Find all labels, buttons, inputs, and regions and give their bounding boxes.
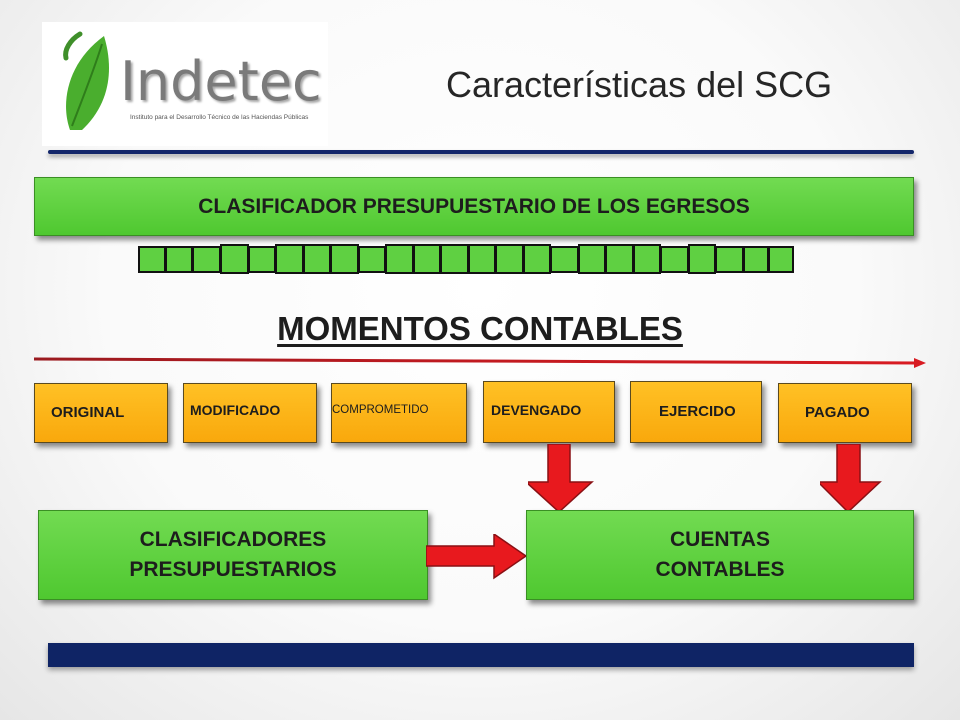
momento-label: EJERCIDO bbox=[659, 403, 736, 420]
clasificador-cell bbox=[688, 244, 716, 274]
clasificador-cell bbox=[768, 246, 794, 273]
clasificador-cell bbox=[523, 244, 551, 274]
momento-original: ORIGINAL bbox=[34, 383, 168, 443]
clasificador-cell bbox=[330, 244, 359, 274]
cuentas-contables-box: CUENTAS CONTABLES bbox=[526, 510, 914, 600]
clasificador-cell bbox=[578, 244, 606, 274]
logo-wordmark: Indetec bbox=[120, 50, 322, 113]
clasificador-cell bbox=[385, 244, 414, 274]
momentos-contables-heading: MOMENTOS CONTABLES bbox=[277, 310, 683, 347]
momento-label: ORIGINAL bbox=[51, 404, 125, 421]
clasificador-cell bbox=[358, 246, 386, 273]
bottom-band bbox=[48, 643, 914, 667]
clasificadores-line1: CLASIFICADORES bbox=[139, 528, 327, 551]
clasificador-cell bbox=[715, 246, 744, 273]
momento-pagado: PAGADO bbox=[778, 383, 912, 443]
clasificador-cell bbox=[743, 246, 769, 273]
clasificador-cell bbox=[660, 246, 689, 273]
clasificador-cell bbox=[440, 244, 469, 274]
clasificador-cell bbox=[303, 244, 331, 274]
momento-label: COMPROMETIDO bbox=[332, 404, 429, 416]
clasificador-cell bbox=[138, 246, 166, 273]
clasificador-cell bbox=[468, 244, 496, 274]
clasificador-egresos-bar: CLASIFICADOR PRESUPUESTARIO DE LOS EGRES… bbox=[34, 177, 914, 236]
momento-devengado: DEVENGADO bbox=[483, 381, 615, 443]
momento-label: MODIFICADO bbox=[190, 402, 281, 418]
clasificador-cell bbox=[605, 244, 634, 274]
momento-label: DEVENGADO bbox=[491, 402, 582, 418]
clasificador-cell bbox=[220, 244, 249, 274]
clasificador-cell bbox=[495, 244, 524, 274]
indetec-logo: Indetec Instituto para el Desarrollo Téc… bbox=[42, 22, 328, 146]
cuentas-line1: CUENTAS bbox=[670, 528, 770, 551]
momento-modificado: MODIFICADO bbox=[183, 383, 317, 443]
momento-ejercido: EJERCIDO bbox=[630, 381, 762, 443]
clasificador-cell bbox=[275, 244, 304, 274]
top-divider bbox=[48, 150, 914, 154]
clasificador-cells bbox=[138, 244, 794, 274]
clasificador-cell bbox=[248, 246, 276, 273]
clasificador-cell bbox=[550, 246, 579, 273]
clasificador-cell bbox=[633, 244, 661, 274]
leaf-icon bbox=[63, 31, 110, 130]
logo-subtitle: Instituto para el Desarrollo Técnico de … bbox=[130, 114, 309, 121]
right-arrow bbox=[426, 534, 528, 580]
clasificadores-line2: PRESUPUESTARIOS bbox=[129, 558, 337, 581]
page-title: Características del SCG bbox=[446, 64, 833, 105]
devengado-down-arrow bbox=[528, 444, 594, 514]
momento-label: PAGADO bbox=[805, 404, 870, 421]
cuentas-line2: CONTABLES bbox=[655, 558, 785, 581]
clasificadores-presupuestarios-box: CLASIFICADORES PRESUPUESTARIOS bbox=[38, 510, 428, 600]
clasificador-cell bbox=[192, 246, 221, 273]
clasificador-cell bbox=[165, 246, 193, 273]
timeline-arrow bbox=[34, 357, 926, 368]
pagado-down-arrow bbox=[820, 444, 882, 514]
clasificador-cell bbox=[413, 244, 441, 274]
momento-comprometido: COMPROMETIDO bbox=[331, 383, 467, 443]
